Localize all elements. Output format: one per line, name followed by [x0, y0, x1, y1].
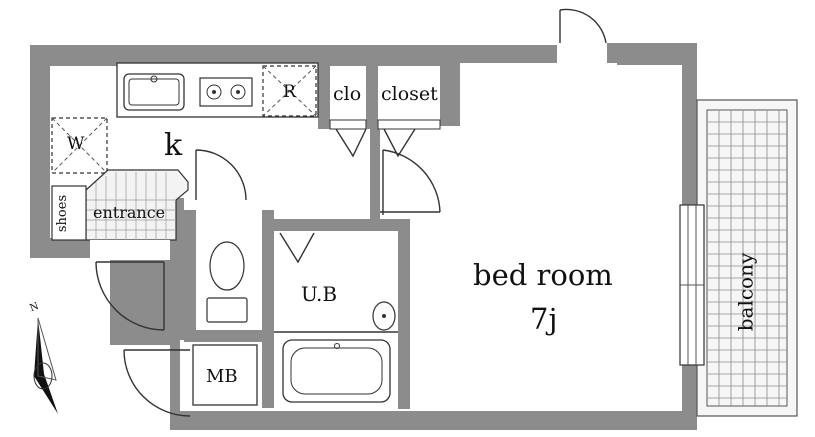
bedroom-door: [380, 149, 441, 215]
entry-door: [90, 240, 170, 331]
toilet-tank-icon: [206, 297, 248, 323]
bedroom-size-label: 7j: [530, 302, 558, 336]
entrance-area: [51, 169, 189, 241]
balcony-grid: [707, 110, 787, 406]
entrance-tiles: [86, 172, 176, 240]
washer-space: [51, 117, 108, 174]
kitchen-label: k: [164, 128, 183, 163]
unit-bath: [274, 231, 398, 409]
meter-box-label: MB: [206, 366, 238, 387]
bathtub-icon: [282, 339, 391, 403]
washbasin-icon: [372, 301, 396, 331]
mb-door: [123, 349, 191, 417]
closet-small-label: clo: [333, 83, 362, 105]
entrance-label: entrance: [93, 203, 166, 222]
washer-label: W: [67, 134, 85, 154]
kitchen-counter: [116, 62, 319, 118]
meter-box: [192, 344, 258, 406]
balcony-sliding-window: [679, 204, 705, 366]
interior-walls: [174, 63, 410, 409]
closet-doors: [329, 119, 441, 158]
shoes-label: shoes: [55, 194, 71, 233]
toilet-room: [195, 149, 262, 330]
shoe-cabinet: [51, 185, 87, 241]
balcony-area: [696, 99, 798, 417]
refrigerator-space: [262, 65, 317, 117]
north-door: [557, 8, 607, 65]
balcony-label: balcony: [733, 252, 758, 332]
toilet-bowl-icon: [209, 241, 245, 291]
north-compass-icon: [33, 317, 58, 414]
stove-icon: [199, 77, 253, 107]
sink-icon: [123, 73, 185, 111]
refrigerator-label: R: [283, 82, 296, 102]
unit-bath-label: U.B: [301, 282, 338, 306]
closet-label: closet: [381, 83, 438, 105]
bedroom-label: bed room: [473, 258, 613, 292]
